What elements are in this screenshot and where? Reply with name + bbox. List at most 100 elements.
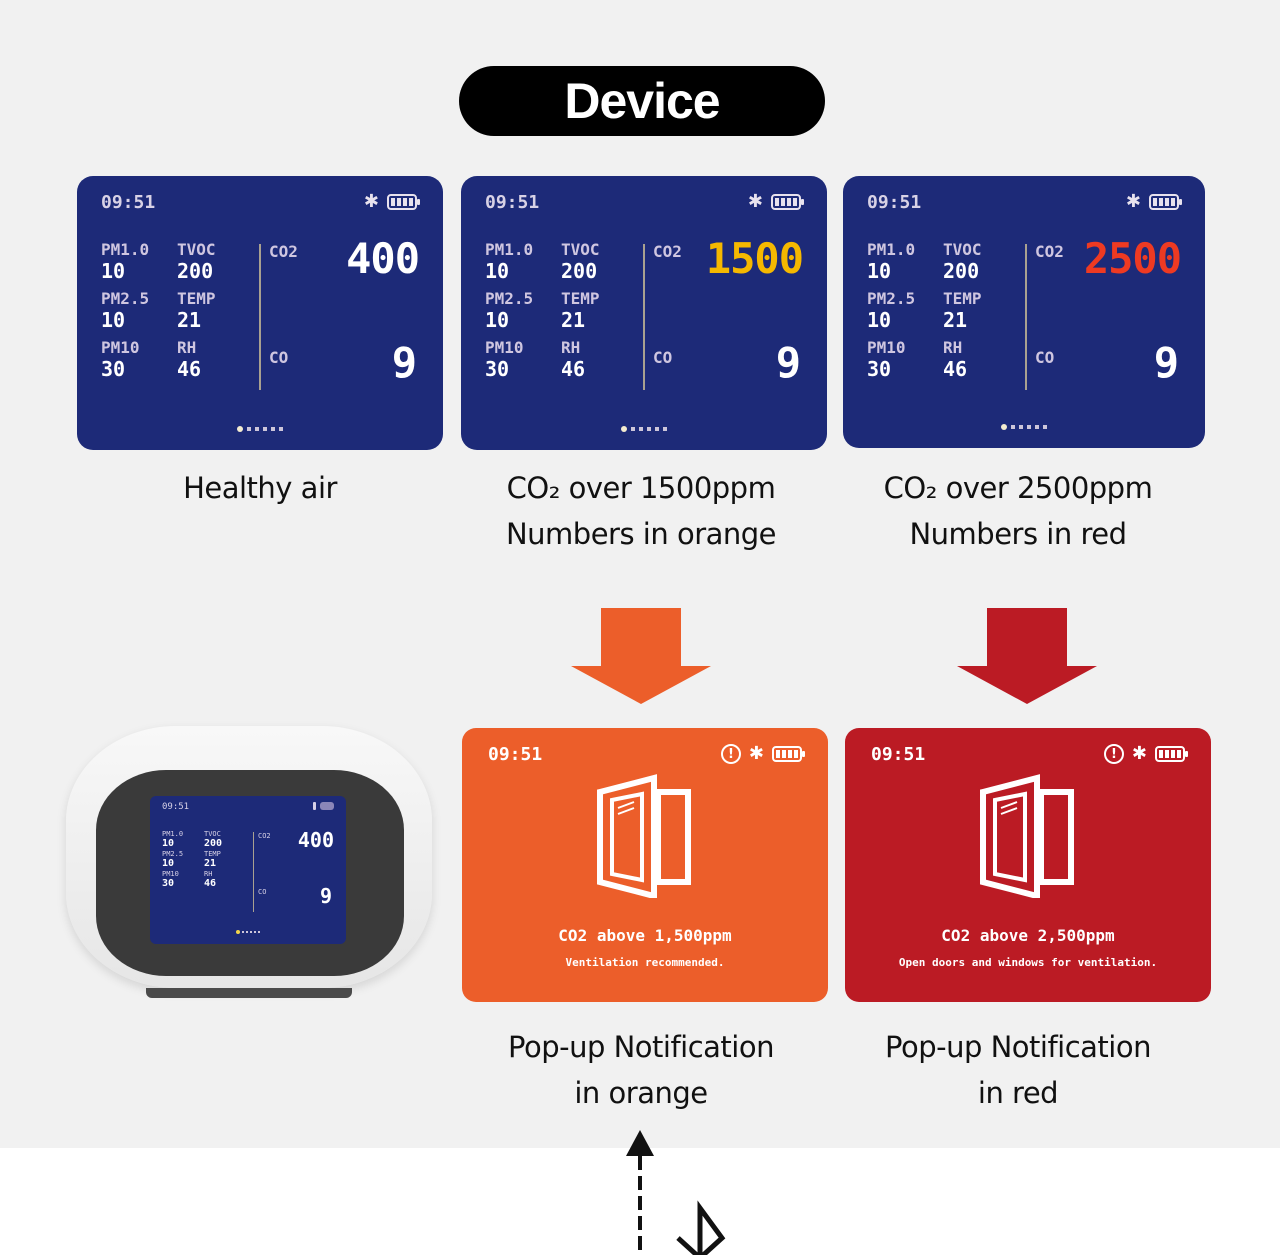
caption-line: CO₂ over 1500ppm xyxy=(506,471,776,505)
co-label: CO xyxy=(258,888,267,896)
bluetooth-icon: ✱ xyxy=(1125,191,1141,212)
metric-value: 30 xyxy=(101,357,126,381)
caption-line: Pop-up Notification xyxy=(508,1030,774,1064)
device-stand xyxy=(146,988,352,998)
co2-label: CO2 xyxy=(653,242,682,261)
section-title: Device xyxy=(564,73,720,129)
bluetooth-icon: ✱ xyxy=(363,191,379,212)
metric-label: PM1.0 xyxy=(101,240,150,259)
arrow-down-red-icon xyxy=(957,608,1097,704)
metric-value: 21 xyxy=(561,308,586,332)
caption-co2-2500: CO₂ over 2500ppm Numbers in red xyxy=(828,465,1208,557)
metric-label: PM2.5 xyxy=(101,289,150,308)
metric-label: PM10 xyxy=(867,338,906,357)
metric-label: RH xyxy=(561,338,581,357)
metric-value: 200 xyxy=(943,259,980,283)
caption-line: CO₂ over 2500ppm xyxy=(883,471,1153,505)
co2-label: CO2 xyxy=(269,242,298,261)
co-label: CO xyxy=(653,348,673,367)
metric-value: 46 xyxy=(204,878,217,889)
metric-value: 10 xyxy=(162,838,175,849)
caption-line: Pop-up Notification xyxy=(885,1030,1151,1064)
metric-value: 10 xyxy=(101,259,126,283)
alert-icon: ! xyxy=(1103,744,1124,764)
divider xyxy=(259,244,261,390)
page-indicator xyxy=(77,426,443,432)
metric-value: 10 xyxy=(485,308,510,332)
co-value: 9 xyxy=(775,338,801,387)
page-indicator xyxy=(461,426,827,432)
metric-label: TVOC xyxy=(177,240,216,259)
co2-value: 2500 xyxy=(1083,234,1182,283)
metric-label: TEMP xyxy=(177,289,216,308)
open-window-icon xyxy=(597,774,691,898)
metric-label: RH xyxy=(204,870,213,878)
status-icons: ! ✱ xyxy=(1103,743,1188,764)
status-icons: ✱ xyxy=(1125,191,1182,212)
metric-label: PM1.0 xyxy=(162,830,184,838)
bluetooth-icon: ✱ xyxy=(1131,743,1147,764)
metric-value: 10 xyxy=(867,308,892,332)
metric-label: TVOC xyxy=(204,830,221,838)
metric-value: 21 xyxy=(943,308,968,332)
co-label: CO xyxy=(269,348,289,367)
popup-subtitle: Open doors and windows for ventilation. xyxy=(898,956,1158,969)
caption-healthy: Healthy air xyxy=(70,465,450,511)
metric-label: TVOC xyxy=(943,240,982,259)
bluetooth-icon xyxy=(313,802,316,810)
page-indicator xyxy=(843,424,1205,430)
metric-value: 30 xyxy=(867,357,892,381)
metric-label: TEMP xyxy=(943,289,982,308)
metric-label: PM10 xyxy=(485,338,524,357)
bluetooth-link-arrow-icon xyxy=(626,1130,726,1255)
co2-label: CO2 xyxy=(1035,242,1064,261)
clock: 09:51 xyxy=(162,802,190,812)
section-title-pill: Device xyxy=(459,66,825,136)
metric-label: PM10 xyxy=(101,338,140,357)
divider xyxy=(1025,244,1027,390)
clock: 09:51 xyxy=(871,744,926,765)
metric-label: TEMP xyxy=(561,289,600,308)
metric-value: 46 xyxy=(561,357,586,381)
metric-label: PM1.0 xyxy=(867,240,916,259)
battery-icon xyxy=(772,746,805,762)
co2-value: 1500 xyxy=(705,234,804,283)
page-indicator xyxy=(150,930,346,934)
battery-icon xyxy=(320,802,334,810)
status-icons xyxy=(313,802,334,810)
caption-popup-red: Pop-up Notification in red xyxy=(828,1024,1208,1116)
popup-red: 09:51 ! ✱ CO2 above 2,500ppm Open doors … xyxy=(845,728,1211,1002)
co2-value: 400 xyxy=(297,828,334,852)
metric-value: 21 xyxy=(177,308,202,332)
metric-label: RH xyxy=(943,338,963,357)
metric-label: TEMP xyxy=(204,850,221,858)
status-icons: ! ✱ xyxy=(720,744,805,764)
divider xyxy=(253,832,254,912)
metric-value: 46 xyxy=(177,357,202,381)
metric-label: PM2.5 xyxy=(485,289,534,308)
battery-icon xyxy=(1155,746,1188,762)
co-value: 9 xyxy=(319,884,332,908)
metric-value: 30 xyxy=(485,357,510,381)
caption-line: in orange xyxy=(574,1076,708,1110)
caption-line: Healthy air xyxy=(183,471,337,505)
metric-value: 46 xyxy=(943,357,968,381)
clock: 09:51 xyxy=(488,744,543,765)
clock: 09:51 xyxy=(867,192,922,213)
metric-value: 200 xyxy=(177,259,214,283)
bluetooth-icon: ✱ xyxy=(747,191,763,212)
co-label: CO xyxy=(1035,348,1055,367)
caption-line: Numbers in red xyxy=(909,517,1127,551)
popup-orange: 09:51 ! ✱ CO2 above 1,500ppm Ventilation… xyxy=(462,728,828,1002)
status-icons: ✱ xyxy=(363,191,420,212)
clock: 09:51 xyxy=(101,192,156,213)
status-icons: ✱ xyxy=(747,191,804,212)
caption-co2-1500: CO₂ over 1500ppm Numbers in orange xyxy=(451,465,831,557)
